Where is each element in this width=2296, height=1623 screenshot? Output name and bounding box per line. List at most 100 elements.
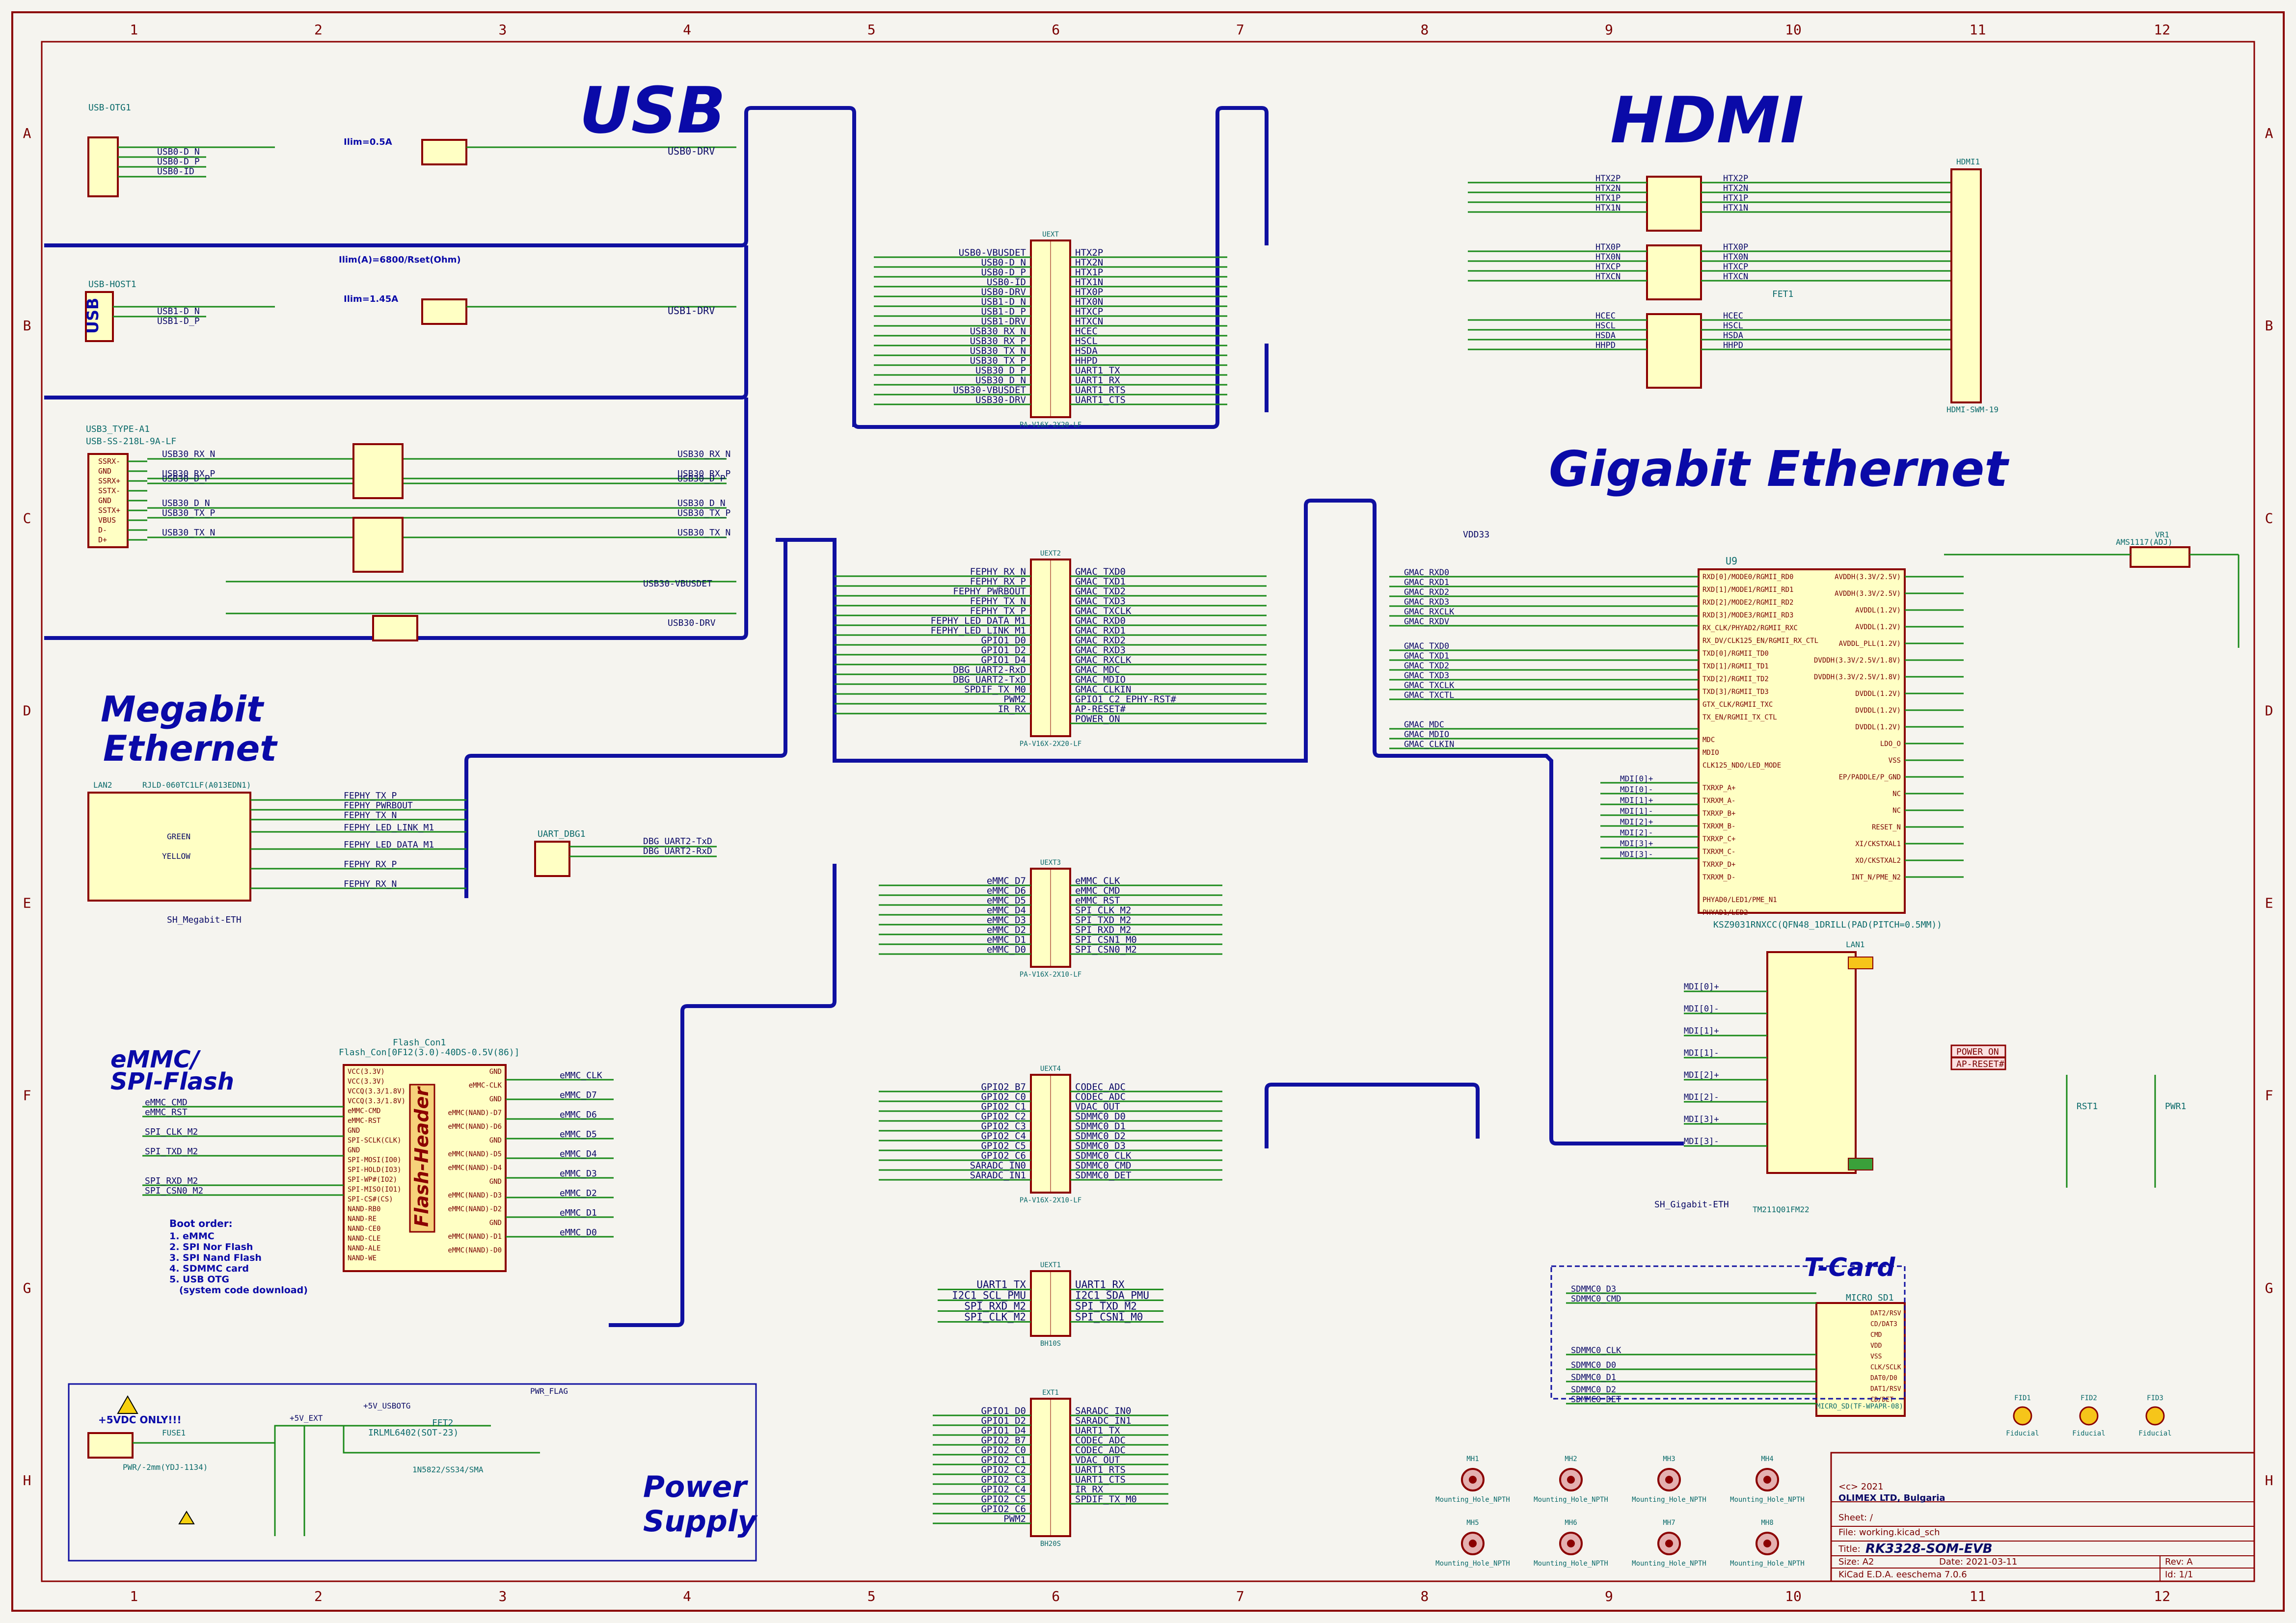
conn-ext1-left-7: GPIO2_C3 [981,1474,1026,1485]
mounting-hole-ref-6: MH7 [1663,1519,1675,1527]
usb3-net-end-2: USB30_D_P [677,474,726,484]
gigabit-chip: U9 RXD[0]/MODE0/RGMII_RD0RXD[1]/MODE1/RG… [1389,530,1964,930]
hdmi-net-out-2: HTX1P [1723,193,1748,203]
usb3-pin-4: GND [98,496,111,505]
mdi-net-6: MDI[3]+ [1620,839,1653,848]
megabit-net-4: FEPHY_LED_DATA_M1 [344,840,434,850]
fiducial-1 [2079,1406,2099,1426]
usb3-net-end-0: USB30_RX_N [677,449,730,459]
frame-col-5: 5 [867,22,876,38]
section-title-emmc-2: SPI-Flash [110,1068,234,1095]
conn-mid-right-11: GMAC_MDIO [1075,674,1126,685]
conn-sd-right-6: SDMMC0_D3 [1075,1141,1126,1151]
fiducial-ref-0: FID1 [2014,1394,2031,1402]
flash-left-pin-9: SPI-MOSI(IO0) [348,1156,402,1164]
hdmi-net-in-0: HTX2P [1595,174,1621,184]
megabit-net-5: FEPHY_RX_P [344,859,397,870]
usb-otg-connector-label: USB-OTG1 [88,103,131,113]
chip-right-pin-9: DVDDL(1.2V) [1855,723,1901,731]
tb-title-label: Title: [1838,1544,1861,1554]
megabit-led-yellow: YELLOW [162,851,190,861]
conn-mid-left-4: FEPHY_TX_P [970,606,1026,616]
conn-top-left-3: USB0-ID [987,277,1026,288]
chip-right-pin-1: AVDDH(3.3V/2.5V) [1835,590,1901,598]
ap-reset-label: AP-RESET# [1956,1059,2004,1069]
conn-top-left-15: USB30-DRV [975,395,1026,405]
tcard-ref: MICRO_SD1 [1846,1293,1894,1303]
boot-order-item-5: (system code download) [179,1285,308,1296]
bus-lines [44,106,1684,1327]
power-warning: +5VDC ONLY!!! [98,1414,182,1426]
flash-right-pin-13: eMMC(NAND)-D0 [448,1247,502,1254]
chip-left-pin-1: RXD[1]/MODE1/RGMII_RD1 [1702,586,1793,594]
chip-right-pin-8: DVDDL(1.2V) [1855,707,1901,715]
tb-id: Id: 1/1 [2165,1570,2193,1580]
chip-right-pin-14: NC [1892,807,1901,815]
mdi-net-3: MDI[1]- [1620,806,1653,816]
conn-mid-right-14: AP-RESET# [1075,704,1126,715]
vreg-block: VR1 AMS1117(ADJ) [1944,530,2240,648]
usb-host-connector-label: USB-HOST1 [88,279,136,290]
frame-row-right-A: A [2265,125,2273,141]
mounting-hole-label-6: Mounting_Hole_NPTH [1632,1560,1706,1568]
conn-mid-left-11: DBG_UART2-TxD [953,674,1026,685]
frame-col-bottom-9: 9 [1605,1588,1613,1604]
conn-sd-right-3: SDMMC0_D0 [1075,1111,1126,1122]
sh-gigabit-net: SH_Gigabit-ETH [1654,1199,1729,1210]
conn-sd-left-1: GPIO2_C0 [981,1091,1026,1102]
flash-right-net-4: eMMC_D4 [560,1149,597,1159]
chip-right-pin-3: AVDDL(1.2V) [1855,623,1901,631]
ilim-label-1: Ilim=0.5A [344,137,392,147]
usb30-drv-net: USB30-DRV [668,618,716,628]
flash-left-pin-10: SPI-HOLD(IO3) [348,1166,402,1174]
conn-top-right-10: HSDA [1075,346,1098,356]
fiducial-label-2: Fiducial [2138,1430,2171,1437]
mounting-hole-ref-2: MH3 [1663,1455,1675,1463]
conn-sd-left-9: SARADC_IN1 [970,1170,1026,1181]
boot-order-item-2: 3. SPI Nand Flash [169,1252,262,1263]
flash-left-net-1: eMMC_RST [145,1107,188,1117]
conn-ext1-right-1: SARADC_IN1 [1075,1415,1131,1426]
usb-host-block: USB-HOST1 USB USB1-D_N USB1-D_P Ilim=1.4… [83,279,736,342]
lan2-part: RJLD-060TC1LF(A013EDN1) [142,780,251,790]
section-title-megabit-1: Megabit [101,689,265,730]
chip-left-pin-9: TXD[3]/RGMII_TD3 [1702,688,1769,696]
conn-top-right-8: HCEC [1075,326,1098,337]
conn-top-left-0: USB0-VBUSDET [959,247,1026,258]
sheet-frame [11,11,2285,1612]
frame-col-bottom-12: 12 [2154,1588,2170,1604]
power-block: +5VDC ONLY!!! PWR/-2mm(YDJ-1134) FUSE1 F… [68,1383,757,1562]
conn-sd-left-0: GPIO2_B7 [981,1082,1026,1092]
net-usbotg: +5V_USBOTG [363,1401,410,1410]
hdmi-net-out-0: HTX2P [1723,174,1748,184]
conn-ext1-right-3: CODEC_ADC [1075,1435,1126,1446]
dbg-uart-rx: DBG_UART2-RxD [643,846,712,856]
frame-col-bottom-11: 11 [1970,1588,1986,1604]
conn-mid-right-7: GMAC_RXD2 [1075,635,1126,646]
usb-otg-drv-net: USB0-DRV [668,145,715,157]
flash-right-pin-4: eMMC(NAND)-D6 [448,1123,502,1131]
rst-button-ref: RST1 [2077,1101,2098,1112]
mounting-hole-ref-7: MH8 [1761,1519,1773,1527]
conn-top-title: UEXT [1042,231,1059,239]
usb3-pin-3: SSTX- [98,486,120,495]
frame-row-right-H: H [2265,1472,2273,1489]
flash-left-pin-14: NAND-RB0 [348,1205,380,1213]
conn-top-left-2: USB0-D_P [981,267,1026,278]
flash-right-pin-10: eMMC(NAND)-D2 [448,1205,502,1213]
gmac-net-0: GMAC_RXD0 [1404,568,1449,578]
mdi-net-7: MDI[3]- [1620,850,1653,859]
conn-mid-left-0: FEPHY_RX_N [970,566,1026,577]
flash-left-pin-8: GND [348,1146,360,1154]
frame-col-bottom-4: 4 [683,1588,691,1604]
flash-left-net-5: SPI_CSN0_M2 [145,1186,203,1196]
usb3-net-end-3: USB30_D_N [677,498,726,508]
hdmi-net-in-10: HSDA [1595,331,1616,341]
gmac-net-10: GMAC_TXCLK [1404,681,1455,691]
flash-left-pin-2: VCCQ(3.3/1.8V) [348,1088,405,1095]
conn-emmc-right-7: SPI_CSN0_M2 [1075,944,1137,955]
conn-ext1-left-4: GPIO2_C0 [981,1445,1026,1456]
fet2-part: IRLML6402(SOT-23) [368,1428,459,1438]
chip-left-pin-24: PHYAD1/LED2 [1702,909,1748,917]
